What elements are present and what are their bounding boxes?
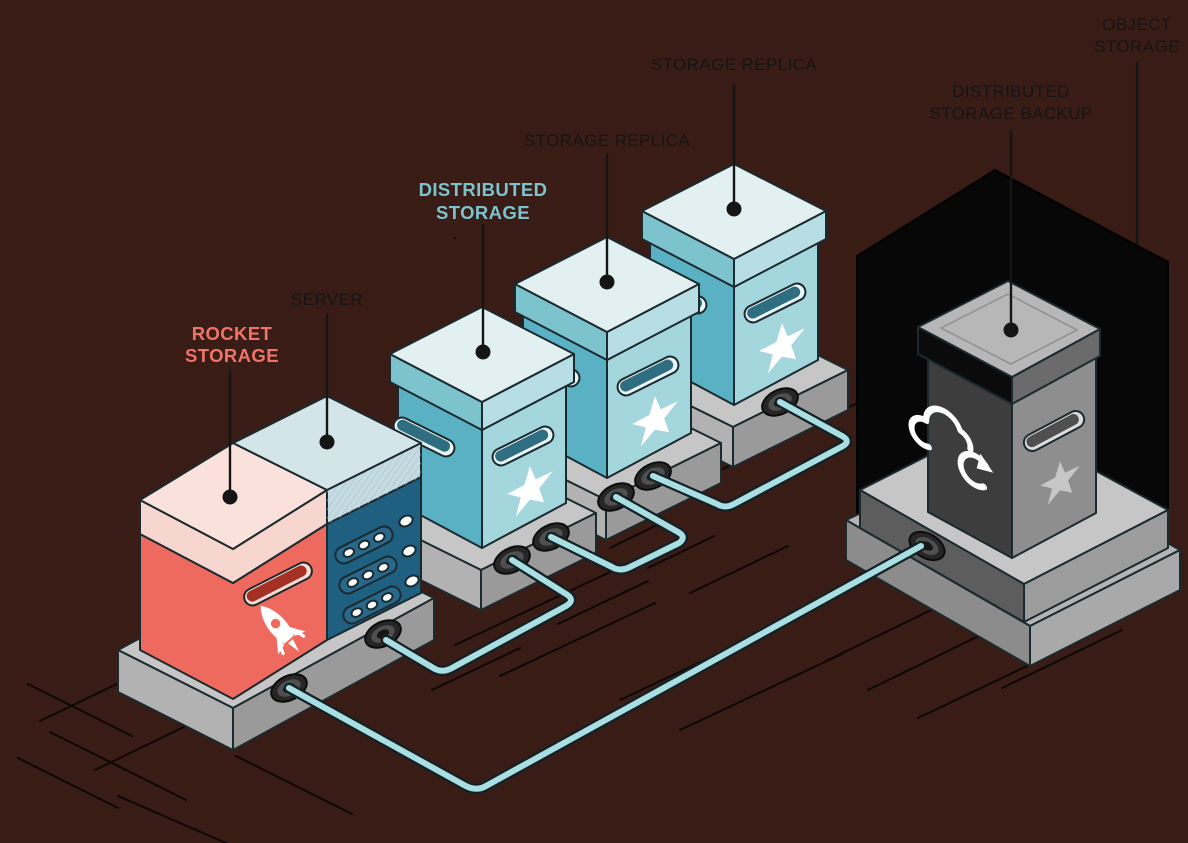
star-icon xyxy=(632,396,678,447)
label-storage-replica-2: STORAGE REPLICA xyxy=(651,55,818,74)
t3-base-right xyxy=(732,369,849,468)
cable-rocket-storage-to-backup xyxy=(283,540,927,794)
backup-lid-inset xyxy=(939,293,1079,365)
label-rocket-storage-line1: ROCKET xyxy=(192,323,273,344)
vent-slot xyxy=(743,282,807,324)
cloud-backup-icon xyxy=(908,405,994,491)
label-server: SERVER xyxy=(291,290,363,309)
vent-slot xyxy=(491,425,555,467)
cable-server-to-distributed-storage xyxy=(380,554,577,676)
vent-slot xyxy=(243,561,313,607)
label-distributed-storage-backup-line2: STORAGE BACKUP xyxy=(929,104,1092,123)
server-lid-band-hatch xyxy=(327,443,421,524)
vent-slot xyxy=(616,355,680,397)
t2-base-right xyxy=(605,442,722,541)
label-pointers xyxy=(222,62,1139,505)
cable-distributed-storage-to-replica-1 xyxy=(545,491,688,575)
platform-lower-right-face xyxy=(1029,549,1181,667)
server-led-panel xyxy=(334,514,420,625)
star-icon xyxy=(507,466,553,517)
label-rocket-storage-line2: STORAGE xyxy=(185,345,279,366)
vent-slot xyxy=(1022,409,1086,453)
label-object-storage-line2: STORAGE xyxy=(1094,37,1180,56)
label-distributed-storage-line2: STORAGE xyxy=(436,202,530,223)
rocket-icon xyxy=(260,605,306,656)
label-distributed-storage-line1: DISTRIBUTED xyxy=(419,179,548,200)
network-cables xyxy=(283,396,927,794)
distributed-storage-backup-box xyxy=(908,280,1101,559)
label-distributed-storage-backup-line1: DISTRIBUTED xyxy=(952,82,1070,101)
cable-replica-2-to-replica-1 xyxy=(647,396,852,512)
label-object-storage-line1: OBJECT xyxy=(1102,15,1171,34)
star-icon xyxy=(1040,461,1080,505)
labels: ROCKET STORAGE SERVER DISTRIBUTED STORAG… xyxy=(185,15,1180,366)
star-icon xyxy=(759,323,805,374)
platform-upper-right-face xyxy=(1023,509,1169,623)
label-storage-replica-1: STORAGE REPLICA xyxy=(524,131,691,150)
